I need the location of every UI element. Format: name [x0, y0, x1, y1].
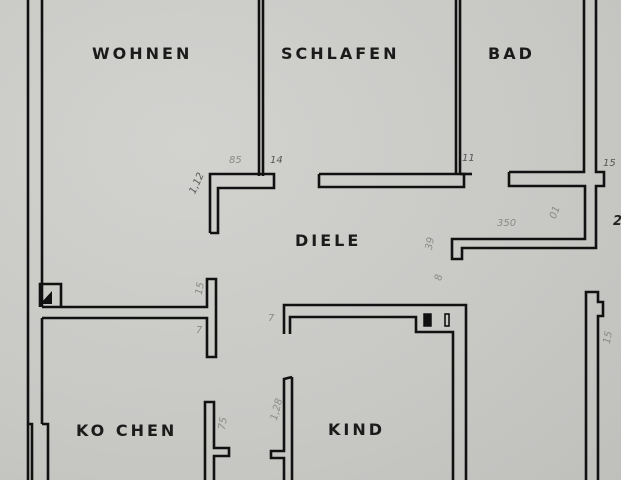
dimension-kochen-door: 75 [216, 416, 230, 431]
room-label-kind: KIND [328, 420, 386, 439]
room-label-diele: DIELE [295, 231, 362, 250]
vent-open-icon [444, 313, 450, 327]
room-label-bad: BAD [488, 44, 535, 63]
dimension-kochen-lower: 7 [196, 325, 203, 336]
dimension-diele-right-width: 350 [497, 218, 517, 229]
dimension-wohnen-wall: 14 [270, 155, 283, 166]
dimension-right-wall: 15 [601, 330, 615, 345]
room-label-kochen: KO CHEN [76, 421, 178, 440]
dimension-bad-wall: 15 [603, 158, 616, 169]
dimension-kochen-upper: 15 [193, 281, 207, 296]
room-label-wohnen: WOHNEN [92, 44, 193, 63]
dimension-wohnen-door-width: 85 [229, 155, 242, 166]
chimney-shaft-icon [40, 291, 52, 304]
dimension-kind-corner: 7 [268, 313, 275, 324]
room-label-schlafen: SCHLAFEN [281, 44, 400, 63]
dimension-schlafen-wall: 11 [462, 153, 475, 164]
dimension-diele-right-vert-a: 39 [423, 236, 437, 251]
dimension-right-edge-mark: 2 [613, 214, 621, 229]
vent-filled-icon [423, 313, 432, 327]
